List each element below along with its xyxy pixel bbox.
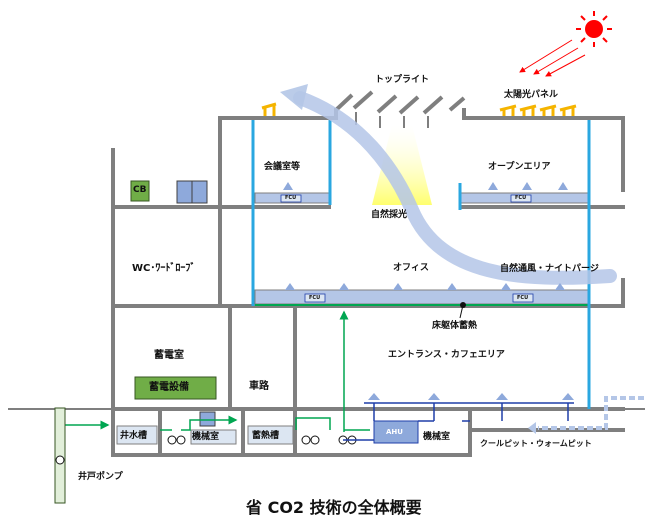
solar-panels [261,102,577,116]
fcu-label-3: FCU [309,295,321,301]
well-water-tank-box [116,425,158,445]
fcu-label-1: FCU [285,195,297,201]
label-entrance: エントランス・カフェエリア [388,350,505,360]
label-office: オフィス [393,263,429,273]
heat-storage-tank-box [247,425,294,445]
label-slab-storage: 床躯体蓄熱 [432,321,478,331]
well-pump-icon [55,455,65,465]
page-title: 省 CO2 技術の全体概要 [246,498,422,517]
ahu-box [373,420,419,444]
label-meeting-room: 会議室等 [264,162,301,172]
heat-exchanger-box [199,411,216,427]
cb-box [130,180,150,202]
label-solar-panel: 太陽光パネル [504,90,559,100]
ventilation-arrowhead [280,84,308,110]
sun-icon [576,11,612,47]
machine-room-box [190,429,237,445]
pit-arrowhead [528,422,536,434]
pit-arrow [538,396,644,430]
sun-rays [519,39,586,77]
label-machine-room-2: 機械室 [423,432,451,442]
equipment-box [176,180,208,204]
label-toplight: トップライト [375,75,430,85]
label-well-pump: 井戸ポンプ [78,472,123,482]
fcu-units [280,194,534,303]
label-ahu: AHU [386,428,403,436]
toplight-panels [334,90,466,115]
label-natural-ventilation: 自然通風・ナイトパージ [500,264,599,274]
label-machine-room-1: 機械室 [192,432,220,442]
label-roadway: 車路 [249,381,269,392]
blue-pipes [343,402,574,441]
daylight-cone [372,125,432,205]
fcu-label-2: FCU [515,195,527,201]
battery-equipment-box [134,376,217,400]
slab-storage-leader [459,304,464,319]
label-daylight: 自然採光 [371,210,408,220]
label-battery-equipment: 蓄電設備 [149,382,189,393]
label-heat-storage-tank: 蓄熱槽 [252,431,280,441]
label-wc: WC･ﾜｰﾄﾞﾛｰﾌﾞ [132,263,196,274]
label-well-water-tank: 井水槽 [120,431,148,441]
supply-air-arrows [283,182,574,400]
label-open-area: オープンエリア [488,162,551,172]
ventilation-arrow [293,91,617,285]
label-battery-room: 蓄電室 [154,350,184,361]
fcu-label-4: FCU [517,295,529,301]
label-cb: CB [133,185,147,195]
label-cool-pit: クールピット・ウォームピット [480,439,592,448]
